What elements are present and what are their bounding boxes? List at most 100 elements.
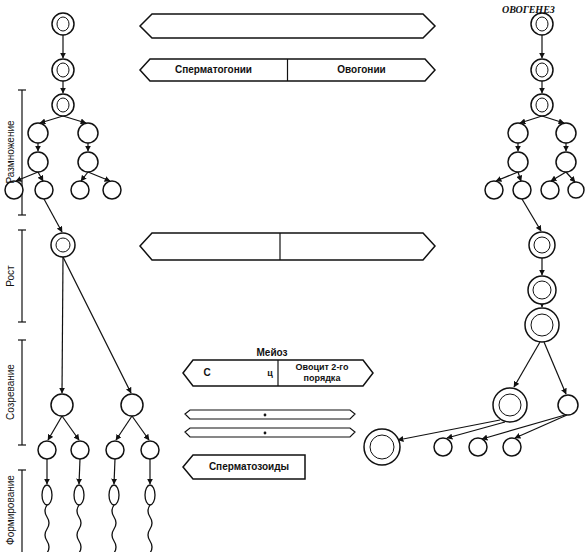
cell: [106, 441, 124, 459]
cell-arrows: [16, 35, 575, 484]
box-divider: [287, 59, 288, 81]
cell: [51, 233, 75, 257]
nucleus: [533, 281, 551, 299]
cell: [52, 59, 74, 81]
bracket-line: [18, 229, 26, 230]
nucleus: [499, 394, 521, 416]
cell-arrow: [149, 459, 150, 484]
cell: [568, 182, 584, 198]
cell-arrow: [541, 81, 542, 93]
box-text: Овоцит 2-го порядка: [283, 362, 361, 384]
box-border: [140, 59, 435, 81]
polar-body: [434, 438, 452, 456]
box-text: С: [197, 360, 217, 386]
cell-arrow: [551, 172, 566, 181]
dot: [264, 414, 266, 416]
cell-arrow: [40, 116, 63, 123]
bracket-line: [21, 470, 22, 552]
cell: [528, 276, 556, 304]
nuclei: [56, 17, 553, 459]
cell-arrow: [542, 116, 564, 123]
cell: [485, 181, 503, 199]
bracket-line: [21, 340, 22, 445]
cell-arrow: [62, 257, 63, 393]
cell-arrow: [114, 459, 115, 484]
sperm-tail: [77, 505, 81, 552]
cell-arrow: [566, 172, 575, 182]
cell-arrow: [482, 415, 565, 439]
cell: [78, 123, 98, 143]
cell: [28, 123, 48, 143]
bracket-line: [18, 321, 26, 322]
nucleus: [531, 314, 553, 336]
cell-arrow: [496, 172, 518, 181]
nucleus: [57, 17, 69, 31]
stage-box: СперматогонииОвогонии: [140, 59, 435, 81]
cell: [71, 441, 89, 459]
box-text: Овогонии: [288, 59, 435, 81]
box-border: [183, 360, 373, 386]
stage-label: Созревание: [5, 364, 16, 420]
bracket-line: [21, 230, 22, 322]
cell: [51, 394, 73, 416]
cell-arrow: [132, 416, 149, 440]
polar-body: [503, 438, 521, 456]
cell-arrow: [517, 143, 518, 151]
spermatozoa: [42, 485, 155, 552]
cell-arrow: [544, 342, 566, 394]
sperm-tail: [148, 505, 152, 552]
box-divider: [277, 360, 278, 386]
sperm-head: [109, 485, 119, 505]
cell-arrow: [116, 416, 132, 440]
cell-arrow: [541, 258, 542, 275]
cell-arrow: [48, 416, 62, 440]
cell: [531, 13, 553, 35]
diagram-title: ОВОГЕНЕЗ: [502, 4, 555, 15]
cell: [529, 232, 555, 258]
cell-arrow: [46, 459, 47, 484]
sperm-head: [145, 485, 155, 505]
cell-arrow: [44, 199, 62, 232]
cell: [52, 94, 74, 116]
stage-bracket: [18, 90, 26, 552]
cell: [556, 123, 576, 143]
cell-arrow: [88, 172, 110, 181]
process-label: Мейоз: [257, 347, 288, 358]
cell: [513, 181, 531, 199]
bracket-line: [18, 339, 26, 340]
cell: [141, 441, 159, 459]
egg-cell: [364, 429, 400, 465]
cell-arrow: [81, 172, 88, 181]
cell: [78, 152, 98, 172]
bracket-line: [18, 469, 26, 470]
cell: [525, 308, 559, 342]
bracket-line: [18, 89, 26, 90]
stage-box: Сперматозоиды: [183, 455, 305, 479]
stage-label: Размножение: [5, 120, 16, 183]
cell-arrow: [518, 172, 521, 181]
cell: [556, 152, 576, 172]
bracket-line: [18, 444, 26, 445]
bracket-line: [21, 90, 22, 215]
cell-arrow: [79, 459, 80, 484]
nucleus: [57, 63, 69, 77]
cell: [508, 123, 528, 143]
cell-arrow: [541, 35, 542, 58]
cell-arrow: [565, 143, 566, 151]
cell: [71, 181, 89, 199]
cell: [121, 394, 143, 416]
cell: [493, 388, 527, 422]
stage-box: Сц Овоцит 2-го порядка: [183, 360, 373, 386]
sperm-tail: [45, 505, 49, 552]
cells: [5, 13, 584, 465]
nucleus: [536, 63, 548, 77]
box-text: ц: [263, 360, 277, 386]
cell-arrow: [62, 35, 63, 58]
stage-label: Формирование: [5, 475, 16, 545]
stage-label: Рост: [5, 265, 16, 286]
cell: [541, 181, 559, 199]
box-text: Сперматогонии: [140, 59, 287, 81]
bracket-line: [18, 214, 26, 215]
box-border: [183, 455, 305, 479]
sperm-head: [42, 485, 52, 505]
